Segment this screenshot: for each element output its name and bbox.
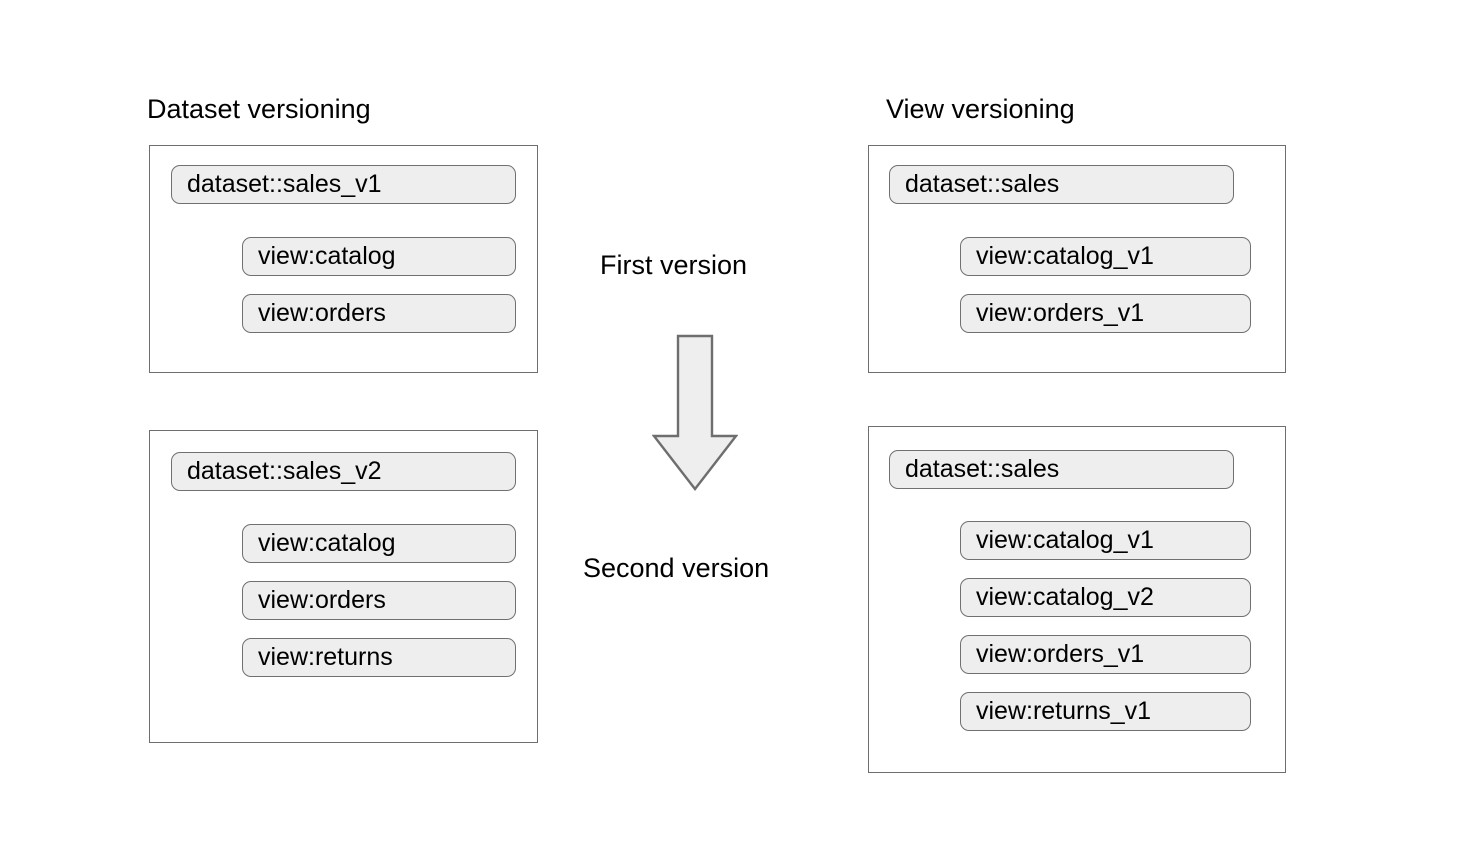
down-arrow-icon — [652, 334, 738, 492]
dataset-pill[interactable]: dataset::sales — [889, 450, 1234, 489]
view-pill-label: view:orders_v1 — [976, 640, 1145, 668]
group-box-dataset-versioning-second: dataset::sales_v2 view:catalog view:orde… — [149, 430, 538, 743]
view-pill-label: view:catalog_v1 — [976, 242, 1154, 270]
view-pill-label: view:returns — [258, 643, 393, 671]
view-pill[interactable]: view:orders_v1 — [960, 294, 1251, 333]
view-pill[interactable]: view:catalog_v1 — [960, 237, 1251, 276]
dataset-pill-label: dataset::sales_v2 — [187, 457, 382, 485]
first-version-label: First version — [600, 250, 748, 280]
view-pill[interactable]: view:returns_v1 — [960, 692, 1251, 731]
view-pill-label: view:catalog — [258, 242, 396, 270]
group-box-dataset-versioning-first: dataset::sales_v1 view:catalog view:orde… — [149, 145, 538, 373]
view-pill[interactable]: view:orders_v1 — [960, 635, 1251, 674]
view-pill-label: view:catalog — [258, 529, 396, 557]
view-pill-label: view:catalog_v1 — [976, 526, 1154, 554]
view-pill-label: view:catalog_v2 — [976, 583, 1154, 611]
view-pill-label: view:orders — [258, 299, 386, 327]
view-pill[interactable]: view:orders — [242, 294, 516, 333]
group-box-view-versioning-first: dataset::sales view:catalog_v1 view:orde… — [868, 145, 1286, 373]
view-pill-label: view:orders_v1 — [976, 299, 1145, 327]
view-pill[interactable]: view:orders — [242, 581, 516, 620]
view-pill[interactable]: view:catalog — [242, 524, 516, 563]
column-title-dataset-versioning: Dataset versioning — [147, 94, 371, 124]
view-pill[interactable]: view:catalog_v1 — [960, 521, 1251, 560]
view-pill-label: view:orders — [258, 586, 386, 614]
dataset-pill[interactable]: dataset::sales_v1 — [171, 165, 516, 204]
dataset-pill[interactable]: dataset::sales_v2 — [171, 452, 516, 491]
dataset-pill-label: dataset::sales_v1 — [187, 170, 382, 198]
second-version-label: Second version — [583, 553, 770, 583]
view-pill-label: view:returns_v1 — [976, 697, 1152, 725]
view-pill[interactable]: view:returns — [242, 638, 516, 677]
dataset-pill-label: dataset::sales — [905, 170, 1060, 198]
dataset-pill[interactable]: dataset::sales — [889, 165, 1234, 204]
group-box-view-versioning-second: dataset::sales view:catalog_v1 view:cata… — [868, 426, 1286, 773]
column-title-view-versioning: View versioning — [886, 94, 1075, 124]
view-pill[interactable]: view:catalog_v2 — [960, 578, 1251, 617]
view-pill[interactable]: view:catalog — [242, 237, 516, 276]
dataset-pill-label: dataset::sales — [905, 455, 1060, 483]
